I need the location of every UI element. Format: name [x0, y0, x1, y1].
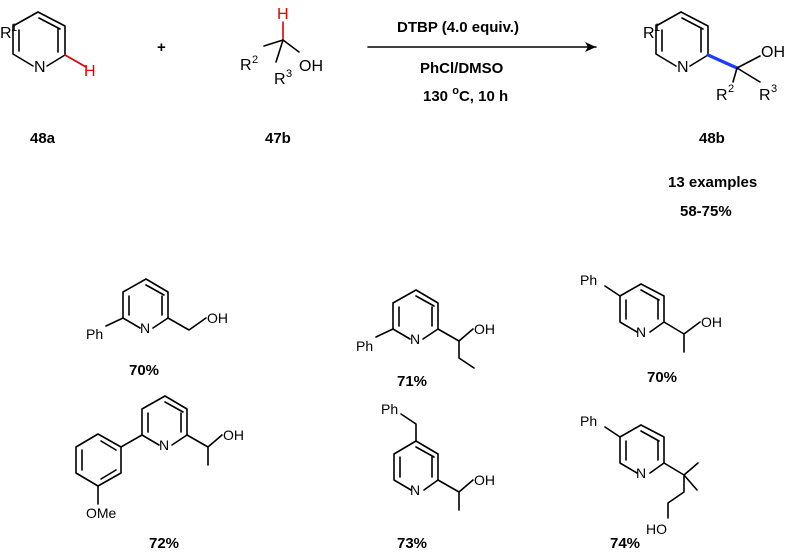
example-1: N Ph OH 70%	[86, 278, 228, 379]
ex3-ph: Ph	[580, 272, 597, 288]
ex3-n: N	[636, 324, 646, 340]
label-48a: 48a	[30, 130, 56, 147]
ex2-n: N	[410, 331, 420, 347]
yield-range: 58-75%	[680, 203, 732, 220]
plus-sign: +	[157, 39, 166, 56]
ex2-oh: OH	[474, 321, 495, 337]
ex6-ph: Ph	[580, 413, 597, 429]
condition-solvent: PhCl/DMSO	[420, 60, 504, 77]
h-atom-48a: H	[84, 63, 96, 80]
example-5: N Ph OH 73%	[381, 401, 495, 552]
ex1-yield: 70%	[129, 362, 159, 379]
reactant-47b: H R 2 R 3 OH 47b	[240, 6, 323, 147]
ex3-yield: 70%	[647, 369, 677, 386]
condition-temperature: 130 oC, 10 h	[423, 85, 508, 105]
ex5-oh: OH	[474, 472, 495, 488]
oh-48b: OH	[761, 44, 785, 61]
label-48b: 48b	[699, 130, 725, 147]
product-48b: N R 1 OH R 2 R 3 48b	[643, 11, 785, 147]
ex1-n: N	[140, 320, 150, 336]
r2-47b: R	[240, 57, 252, 74]
ex4-oh: OH	[223, 427, 244, 443]
examples-count: 13 examples	[668, 174, 757, 191]
ex3-oh: OH	[701, 314, 722, 330]
r2-sup-48b: 2	[728, 83, 734, 95]
r3-sup-48b: 3	[771, 83, 777, 95]
r3-sup-47b: 3	[286, 68, 292, 80]
reactant-48a: N H R 1 48a	[0, 11, 96, 147]
oh-47b: OH	[299, 58, 323, 75]
ex1-oh: OH	[207, 310, 228, 326]
ex4-n: N	[159, 437, 169, 453]
n-atom-48b: N	[677, 59, 689, 76]
ex5-yield: 73%	[397, 535, 427, 552]
ex6-ho: HO	[646, 521, 667, 537]
r1-sup-48b: 1	[654, 22, 660, 34]
ex5-n: N	[410, 482, 420, 498]
r1-48a: R	[0, 25, 12, 42]
label-47b: 47b	[265, 130, 291, 147]
reaction-arrow	[367, 42, 597, 52]
ex4-yield: 72%	[149, 535, 179, 552]
ex2-yield: 71%	[397, 373, 427, 390]
ex5-ph: Ph	[381, 401, 398, 417]
ch-bond-red	[64, 54, 87, 68]
r2-sup-47b: 2	[252, 54, 258, 66]
ex6-n: N	[636, 465, 646, 481]
r1-sup-48a: 1	[11, 22, 17, 34]
example-4: N OH OMe 72%	[75, 395, 244, 552]
r3-48b: R	[759, 87, 771, 104]
ex1-ph: Ph	[86, 326, 103, 342]
r3-47b: R	[274, 71, 286, 88]
ex2-ph: Ph	[356, 338, 373, 354]
new-cc-bond	[706, 53, 739, 70]
r2-48b: R	[716, 87, 728, 104]
ex6-yield: 74%	[610, 535, 640, 552]
n-atom-48a: N	[34, 59, 46, 76]
h-atom-47b: H	[277, 6, 289, 23]
example-3: N Ph OH 70%	[580, 272, 722, 386]
condition-reagent: DTBP (4.0 equiv.)	[397, 19, 519, 36]
example-2: N Ph OH 71%	[356, 289, 495, 390]
r1-48b: R	[643, 25, 655, 42]
example-6: N Ph HO 74%	[580, 413, 699, 552]
ex4-ome: OMe	[86, 505, 117, 521]
